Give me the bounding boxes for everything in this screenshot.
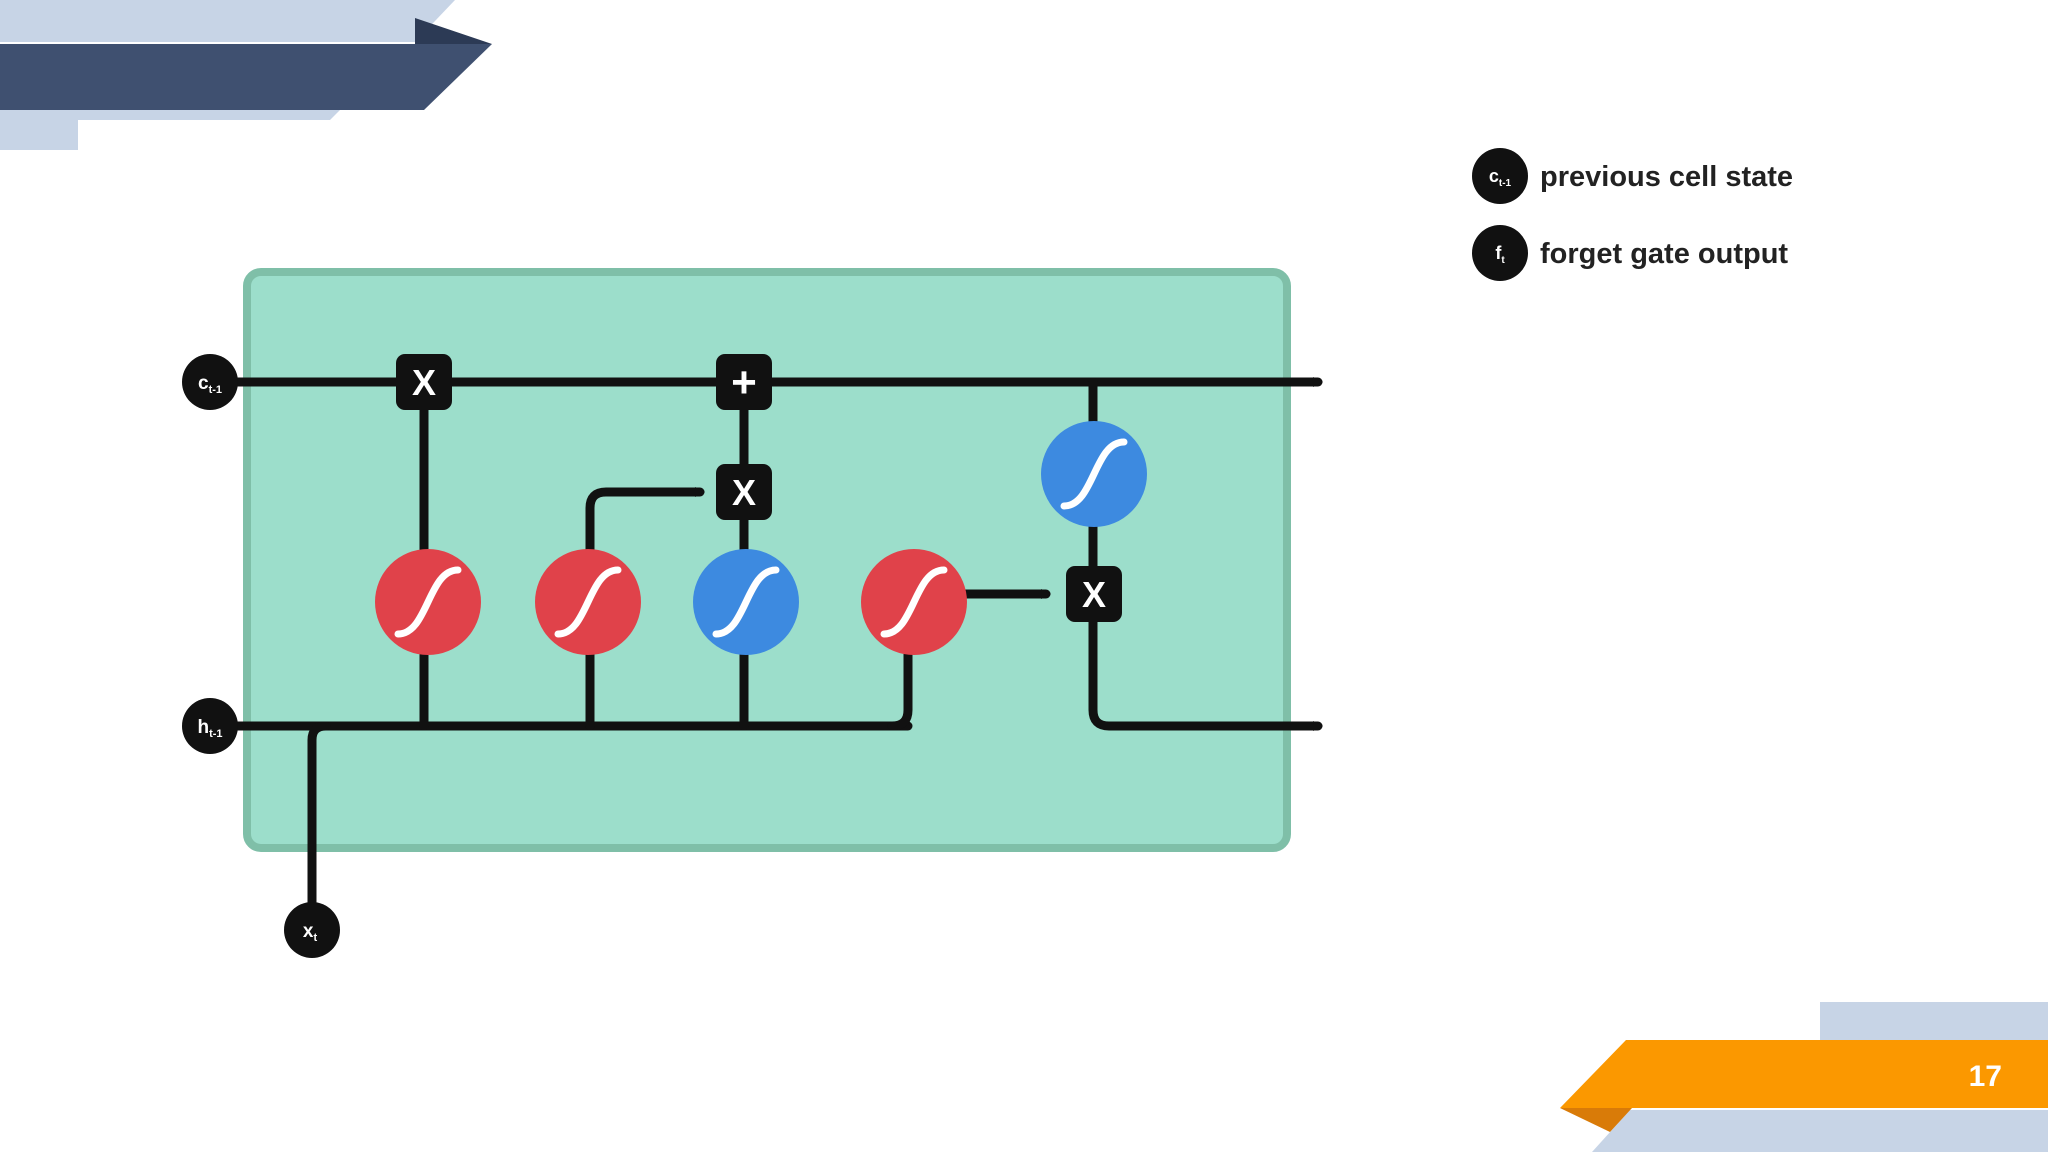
- input-multiply-label: X: [732, 472, 756, 513]
- sigmoid-icon: [880, 566, 948, 638]
- footer-banner: 17: [1560, 1002, 2048, 1152]
- tanh-icon: [1060, 438, 1128, 510]
- legend-label: previous cell state: [1540, 161, 1793, 193]
- x-t-sub: t: [313, 932, 317, 944]
- x-t-base: x: [303, 921, 314, 942]
- tanh-icon: [712, 566, 780, 638]
- candidate-tanh: [693, 549, 799, 655]
- cell-output-tanh: [1041, 421, 1147, 527]
- lstm-diagram: ct-1 ht-1 xt X + X X: [182, 268, 1323, 958]
- header-dark-notch: [415, 18, 492, 44]
- cell-add-label: +: [731, 358, 757, 407]
- x-t-node: xt: [284, 902, 340, 958]
- input-multiply-op: X: [716, 464, 772, 520]
- svg-text:ct-1: ct-1: [198, 373, 222, 396]
- header-light-tab: [0, 110, 340, 150]
- footer-light-strip: [1592, 1110, 2048, 1152]
- hidden-out-line: [1088, 589, 1323, 731]
- h-prev-sub: t-1: [209, 728, 222, 740]
- legend-symbol-base: f: [1495, 243, 1502, 263]
- output-gate-line: [887, 595, 913, 731]
- svg-text:xt: xt: [303, 921, 318, 944]
- c-prev-node: ct-1: [182, 354, 238, 410]
- input-gate-sigmoid: [535, 549, 641, 655]
- svg-text:ct-1: ct-1: [1489, 166, 1512, 189]
- sigmoid-icon: [554, 566, 622, 638]
- legend-symbol-sub: t: [1501, 255, 1505, 266]
- footer-light-tab: [1820, 1002, 2048, 1040]
- c-prev-sub: t-1: [209, 384, 222, 396]
- legend-item-forget-gate-output: ft forget gate output: [1472, 225, 1788, 281]
- header-light-strip: [0, 0, 455, 42]
- sigmoid-icon: [394, 566, 462, 638]
- header-banner: [0, 0, 492, 150]
- output-multiply-op: X: [1066, 566, 1122, 622]
- page-number: 17: [1969, 1060, 2002, 1093]
- c-prev-base: c: [198, 373, 209, 394]
- forget-multiply-op: X: [396, 354, 452, 410]
- footer-orange-band: [1560, 1040, 2048, 1108]
- output-gate-sigmoid: [861, 549, 967, 655]
- legend-label: forget gate output: [1540, 238, 1788, 270]
- output-multiply-label: X: [1082, 574, 1106, 615]
- x-input-line: [307, 721, 331, 935]
- h-prev-base: h: [197, 717, 209, 738]
- input-gate-line: [585, 487, 705, 731]
- cell-add-op: +: [716, 354, 772, 410]
- svg-text:ft: ft: [1495, 243, 1505, 266]
- footer-dark-notch: [1560, 1108, 1632, 1132]
- h-prev-node: ht-1: [182, 698, 238, 754]
- forget-gate-sigmoid: [375, 549, 481, 655]
- svg-text:ht-1: ht-1: [197, 717, 222, 740]
- legend: ct-1 previous cell state ft forget gate …: [1472, 148, 1793, 281]
- forget-multiply-label: X: [412, 362, 436, 403]
- header-navy-band: [0, 44, 492, 110]
- legend-symbol-base: c: [1489, 166, 1499, 186]
- legend-item-previous-cell-state: ct-1 previous cell state: [1472, 148, 1793, 204]
- legend-symbol-sub: t-1: [1499, 178, 1512, 189]
